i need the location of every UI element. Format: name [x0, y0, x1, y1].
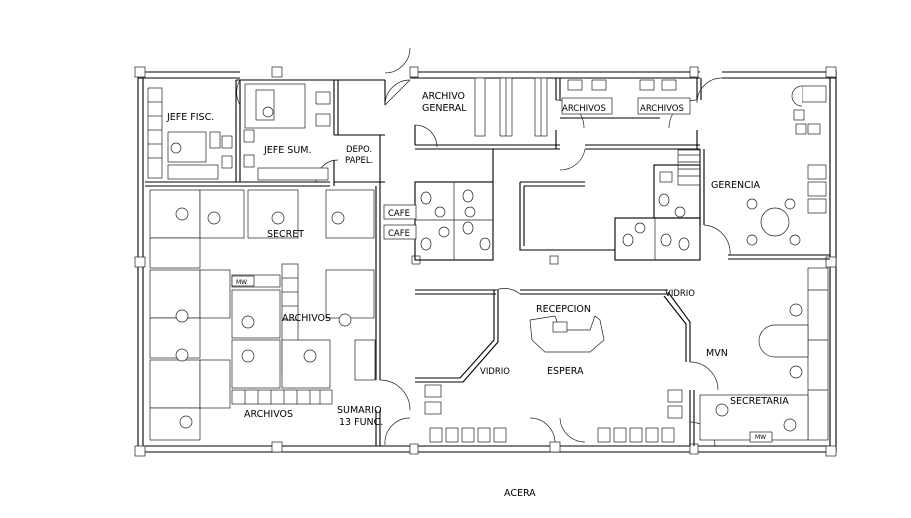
label-jefe-sum: JEFE SUM.	[263, 145, 312, 156]
interior-walls	[145, 78, 830, 446]
sumario-workstations	[149, 189, 376, 441]
label-sumario: SUMARIO	[337, 405, 382, 416]
label-vidrio-left: VIDRIO	[480, 367, 510, 377]
outer-walls	[134, 66, 837, 457]
secretaria-furniture	[699, 267, 829, 443]
label-papel: PAPEL.	[345, 156, 373, 166]
toilets	[420, 171, 690, 251]
label-gerencia: GERENCIA	[711, 180, 761, 191]
jefe-sum-furniture	[243, 83, 331, 181]
label-recepcion: RECEPCION	[536, 304, 591, 315]
archivo-general-shelves	[474, 77, 548, 137]
gerencia-furniture	[746, 85, 827, 246]
label-mvn: MVN	[706, 348, 728, 359]
label-archivos-top-left: ARCHIVOS	[562, 104, 606, 114]
label-archivo-general-line1: ARCHIVO	[422, 91, 465, 102]
label-cafe-2: CAFE	[388, 229, 410, 239]
label-espera: ESPERA	[547, 366, 584, 377]
label-jefe-fisc: JEFE FISC.	[166, 112, 214, 123]
archivos-top-boxes	[561, 79, 691, 115]
label-mw-left: MW	[236, 279, 247, 286]
recepcion-desk	[529, 315, 605, 353]
label-depo: DEPO.	[346, 145, 372, 155]
label-mw-right: MW	[755, 434, 766, 441]
label-secret: SECRET	[267, 229, 304, 240]
label-archivos-mid: ARCHIVOS	[282, 313, 331, 324]
label-archivos-bottom: ARCHIVOS	[244, 409, 293, 420]
label-secretaria: SECRETARIA	[730, 396, 789, 407]
label-vidrio-right: VIDRIO	[665, 289, 695, 299]
doors	[236, 47, 731, 447]
espera-seating	[424, 384, 683, 443]
label-archivo-general-line2: GENERAL	[422, 103, 467, 114]
label-acera: ACERA	[504, 488, 536, 499]
label-cafe-1: CAFE	[388, 209, 410, 219]
label-sumario-func: 13 FUNC.	[339, 417, 383, 428]
label-archivos-top-right: ARCHIVOS	[640, 104, 684, 114]
jefe-fisc-furniture	[147, 87, 233, 180]
room-labels: JEFE FISC. JEFE SUM. DEPO. PAPEL. ARCHIV…	[166, 91, 789, 499]
